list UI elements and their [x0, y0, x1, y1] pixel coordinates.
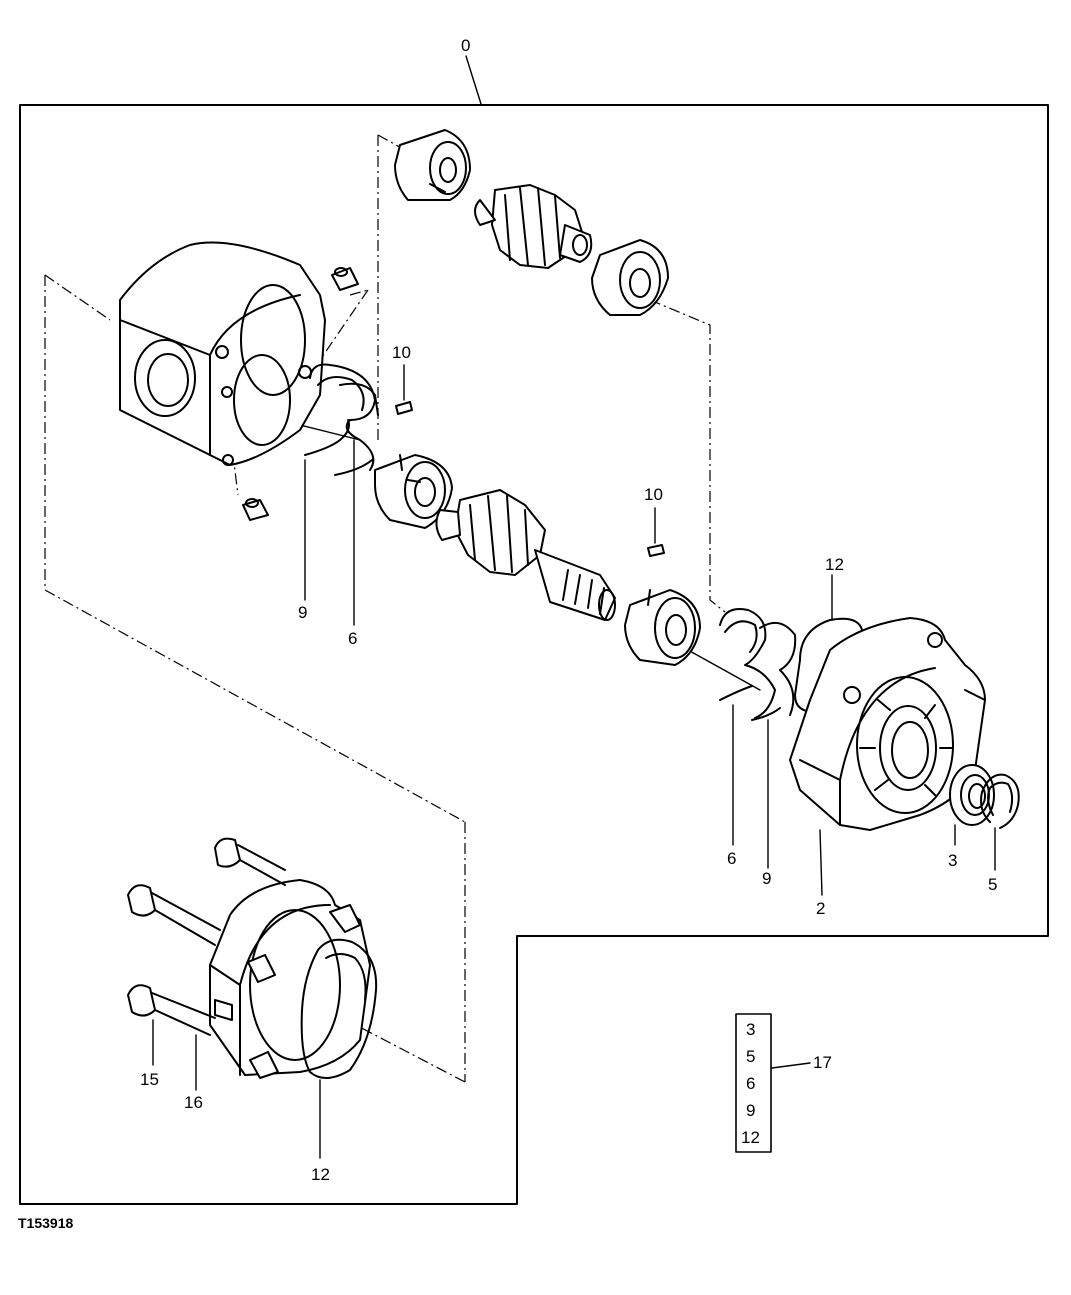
callout-16: 16 — [184, 1093, 203, 1112]
front-cover — [789, 617, 986, 831]
callout-10-upper: 10 — [392, 343, 411, 362]
upper-bushing-rear — [394, 129, 471, 201]
dowel-pin-lower — [242, 498, 269, 521]
kit-item-9: 9 — [746, 1101, 755, 1120]
cap-screw-left — [127, 884, 221, 946]
rear-cover — [209, 879, 371, 1076]
callout-10-lower: 10 — [644, 485, 663, 504]
callout-0: 0 — [461, 36, 470, 55]
stud-bolts — [247, 904, 361, 1079]
callout-12-rear: 12 — [311, 1165, 330, 1184]
kit-item-12: 12 — [741, 1128, 760, 1147]
callout-12-front: 12 — [825, 555, 844, 574]
seal-ring-lower — [647, 544, 665, 557]
rear-wire-seal — [304, 363, 379, 476]
callout-2: 2 — [816, 899, 825, 918]
callout-15: 15 — [140, 1070, 159, 1089]
callout-6-front: 6 — [727, 849, 736, 868]
callout-9-upper: 9 — [298, 603, 307, 622]
drawing-code: T153918 — [18, 1215, 73, 1231]
assembly-boundary — [19, 104, 1049, 1205]
seal-kit-box: 3 5 6 9 12 — [735, 1013, 772, 1153]
cap-screw-bottom — [127, 984, 216, 1036]
dowel-pin-upper — [331, 267, 359, 291]
assembly-leader — [465, 55, 482, 105]
kit-item-6: 6 — [746, 1074, 755, 1093]
rear-seal-ring — [300, 938, 378, 1079]
snap-ring — [980, 773, 1020, 829]
lower-bushing-front — [624, 589, 701, 666]
kit-item-3: 3 — [746, 1020, 755, 1039]
upper-bushing-front — [591, 239, 669, 316]
pump-housing — [119, 241, 326, 466]
kit-leader — [771, 1062, 811, 1069]
seal-ring-upper — [395, 401, 413, 415]
callout-9-front: 9 — [762, 869, 771, 888]
upper-drive-gear — [474, 184, 593, 269]
callout-3: 3 — [948, 851, 957, 870]
cap-screw-top — [214, 837, 286, 886]
callout-17: 17 — [813, 1053, 832, 1072]
lower-drive-gear-shaft — [435, 489, 616, 621]
kit-item-5: 5 — [746, 1047, 755, 1066]
callout-6-upper: 6 — [348, 629, 357, 648]
front-wire-seal — [719, 608, 797, 721]
callout-5: 5 — [988, 875, 997, 894]
